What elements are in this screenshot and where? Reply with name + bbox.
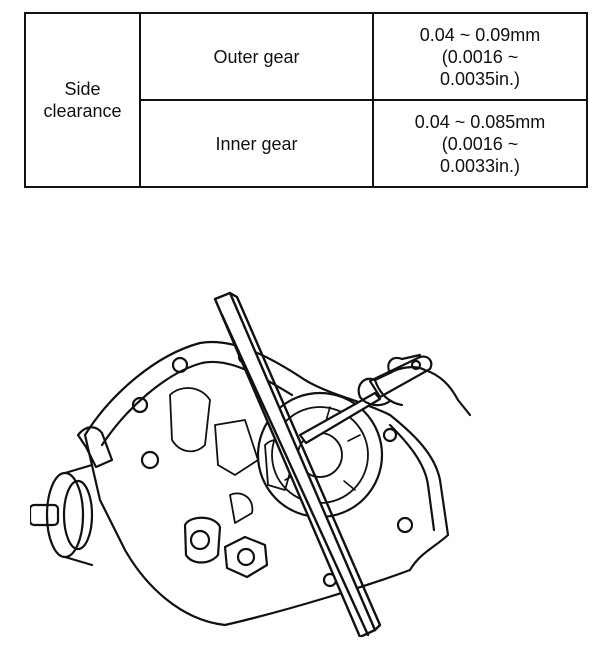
boss <box>183 516 222 564</box>
component-cell-inner-gear: Inner gear <box>139 99 374 188</box>
value-line: 0.0035in.) <box>439 68 521 89</box>
value-line: 0.04 ~ 0.085mm <box>414 111 546 132</box>
component-cell-outer-gear: Outer gear <box>139 12 374 101</box>
hand <box>357 353 472 417</box>
pump-housing-outline <box>83 340 450 627</box>
value-line: (0.0016 ~ <box>441 46 519 67</box>
mounting-lug <box>76 426 114 469</box>
row-header-cell: Side clearance <box>24 12 141 188</box>
table-row: Inner gear 0.04 ~ 0.085mm (0.0016 ~ 0.00… <box>25 99 588 188</box>
row-header-line: Side <box>64 79 101 99</box>
row-header-line: clearance <box>43 101 122 121</box>
value-cell-outer-gear: 0.04 ~ 0.09mm (0.0016 ~ 0.0035in.) <box>372 12 588 101</box>
value-line: (0.0016 ~ <box>441 133 519 154</box>
housing-flange-edge <box>388 423 436 532</box>
table-row: Side clearance Outer gear 0.04 ~ 0.09mm … <box>24 12 588 188</box>
bolt-holes <box>131 349 414 588</box>
value-line: 0.0033in.) <box>439 155 521 176</box>
side-clearance-spec-table: Side clearance Outer gear 0.04 ~ 0.09mm … <box>24 12 588 188</box>
feeler-gauge <box>298 355 433 445</box>
value-cell-inner-gear: 0.04 ~ 0.085mm (0.0016 ~ 0.0033in.) <box>372 99 588 188</box>
oil-pump-clearance-illustration <box>30 291 472 637</box>
hex-plug <box>223 535 269 579</box>
pulley <box>30 463 94 567</box>
straight-edge <box>213 291 382 637</box>
value-line: 0.04 ~ 0.09mm <box>419 24 541 45</box>
